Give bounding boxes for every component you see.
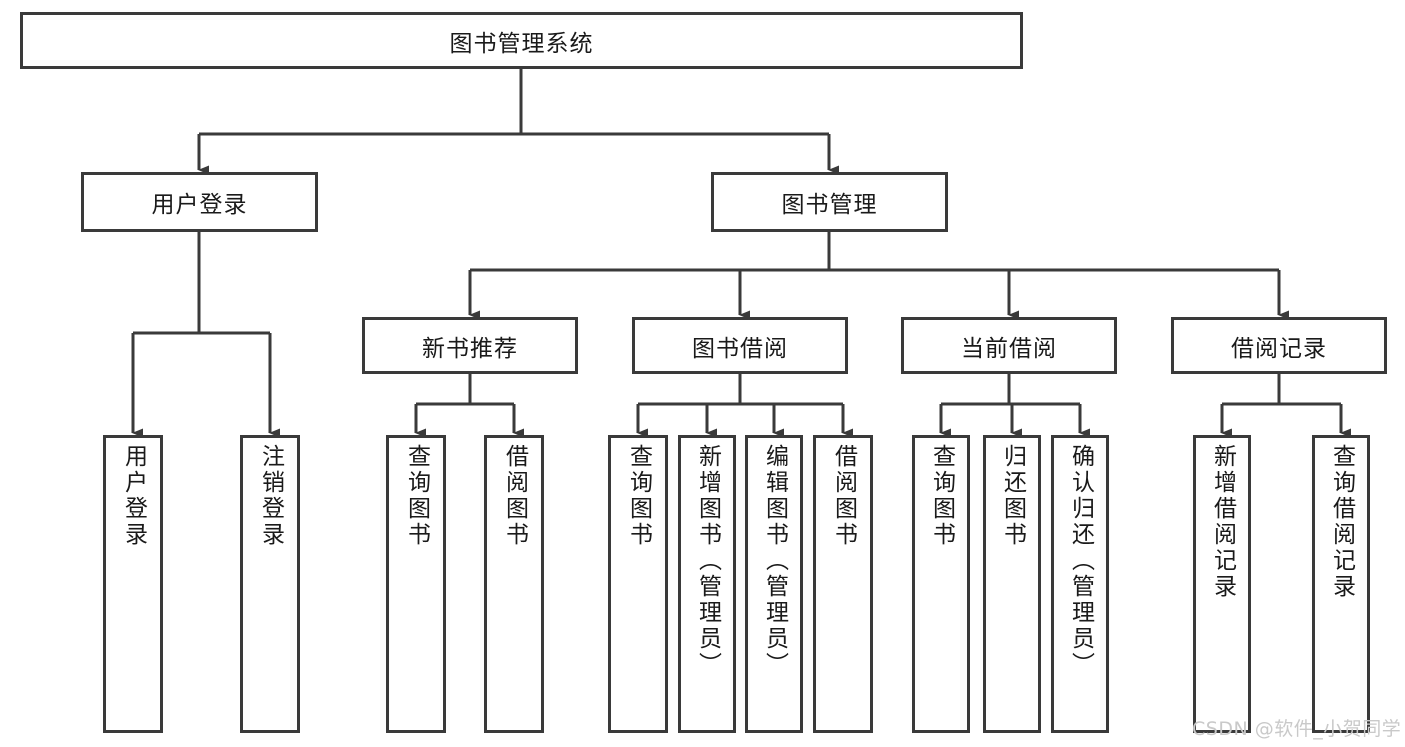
node-leaf-edit-book-admin[interactable]: 编辑图书（管理员） xyxy=(745,435,803,733)
node-label-leaf-confirm-return: 确认归还（管理员） xyxy=(1067,444,1094,678)
node-label-user-login: 用户登录 xyxy=(151,192,248,218)
node-label-new-book-recommend: 新书推荐 xyxy=(422,335,518,362)
node-new-book-recommend[interactable]: 新书推荐 xyxy=(362,317,578,374)
node-label-leaf-add-record: 新增借阅记录 xyxy=(1209,444,1236,600)
node-label-book-borrow: 图书借阅 xyxy=(692,335,788,362)
node-leaf-borrow-book-1[interactable]: 借阅图书 xyxy=(484,435,544,733)
node-leaf-confirm-return[interactable]: 确认归还（管理员） xyxy=(1051,435,1109,733)
node-leaf-query-record[interactable]: 查询借阅记录 xyxy=(1312,435,1370,733)
node-leaf-query-book-3[interactable]: 查询图书 xyxy=(912,435,970,733)
connectors-group xyxy=(131,69,1351,438)
node-label-book-manage: 图书管理 xyxy=(781,192,878,218)
node-book-manage[interactable]: 图书管理 xyxy=(711,172,948,232)
node-leaf-logout[interactable]: 注销登录 xyxy=(240,435,300,733)
node-leaf-user-login[interactable]: 用户登录 xyxy=(103,435,163,733)
node-current-borrow[interactable]: 当前借阅 xyxy=(901,317,1117,374)
node-label-leaf-query-record: 查询借阅记录 xyxy=(1328,444,1355,600)
node-leaf-query-book-2[interactable]: 查询图书 xyxy=(608,435,668,733)
node-borrow-record[interactable]: 借阅记录 xyxy=(1171,317,1387,374)
node-label-borrow-record: 借阅记录 xyxy=(1231,335,1327,362)
node-label-leaf-user-login: 用户登录 xyxy=(120,444,147,548)
node-label-leaf-query-book-2: 查询图书 xyxy=(625,444,652,548)
node-label-leaf-add-book-admin: 新增图书（管理员） xyxy=(694,444,721,678)
node-label-current-borrow: 当前借阅 xyxy=(961,335,1057,362)
node-leaf-add-record[interactable]: 新增借阅记录 xyxy=(1193,435,1251,733)
node-label-leaf-logout: 注销登录 xyxy=(257,444,284,548)
node-label-leaf-return-book: 归还图书 xyxy=(999,444,1026,548)
node-book-borrow[interactable]: 图书借阅 xyxy=(632,317,848,374)
node-root[interactable]: 图书管理系统 xyxy=(20,12,1023,69)
node-leaf-return-book[interactable]: 归还图书 xyxy=(983,435,1041,733)
node-user-login[interactable]: 用户登录 xyxy=(81,172,318,232)
node-label-leaf-query-book-3: 查询图书 xyxy=(928,444,955,548)
node-leaf-add-book-admin[interactable]: 新增图书（管理员） xyxy=(678,435,736,733)
node-leaf-query-book-1[interactable]: 查询图书 xyxy=(386,435,446,733)
node-label-root: 图书管理系统 xyxy=(449,30,594,57)
node-leaf-borrow-book-2[interactable]: 借阅图书 xyxy=(813,435,873,733)
node-label-leaf-borrow-book-2: 借阅图书 xyxy=(830,444,857,548)
node-label-leaf-edit-book-admin: 编辑图书（管理员） xyxy=(761,444,788,678)
node-label-leaf-query-book-1: 查询图书 xyxy=(403,444,430,548)
node-label-leaf-borrow-book-1: 借阅图书 xyxy=(501,444,528,548)
